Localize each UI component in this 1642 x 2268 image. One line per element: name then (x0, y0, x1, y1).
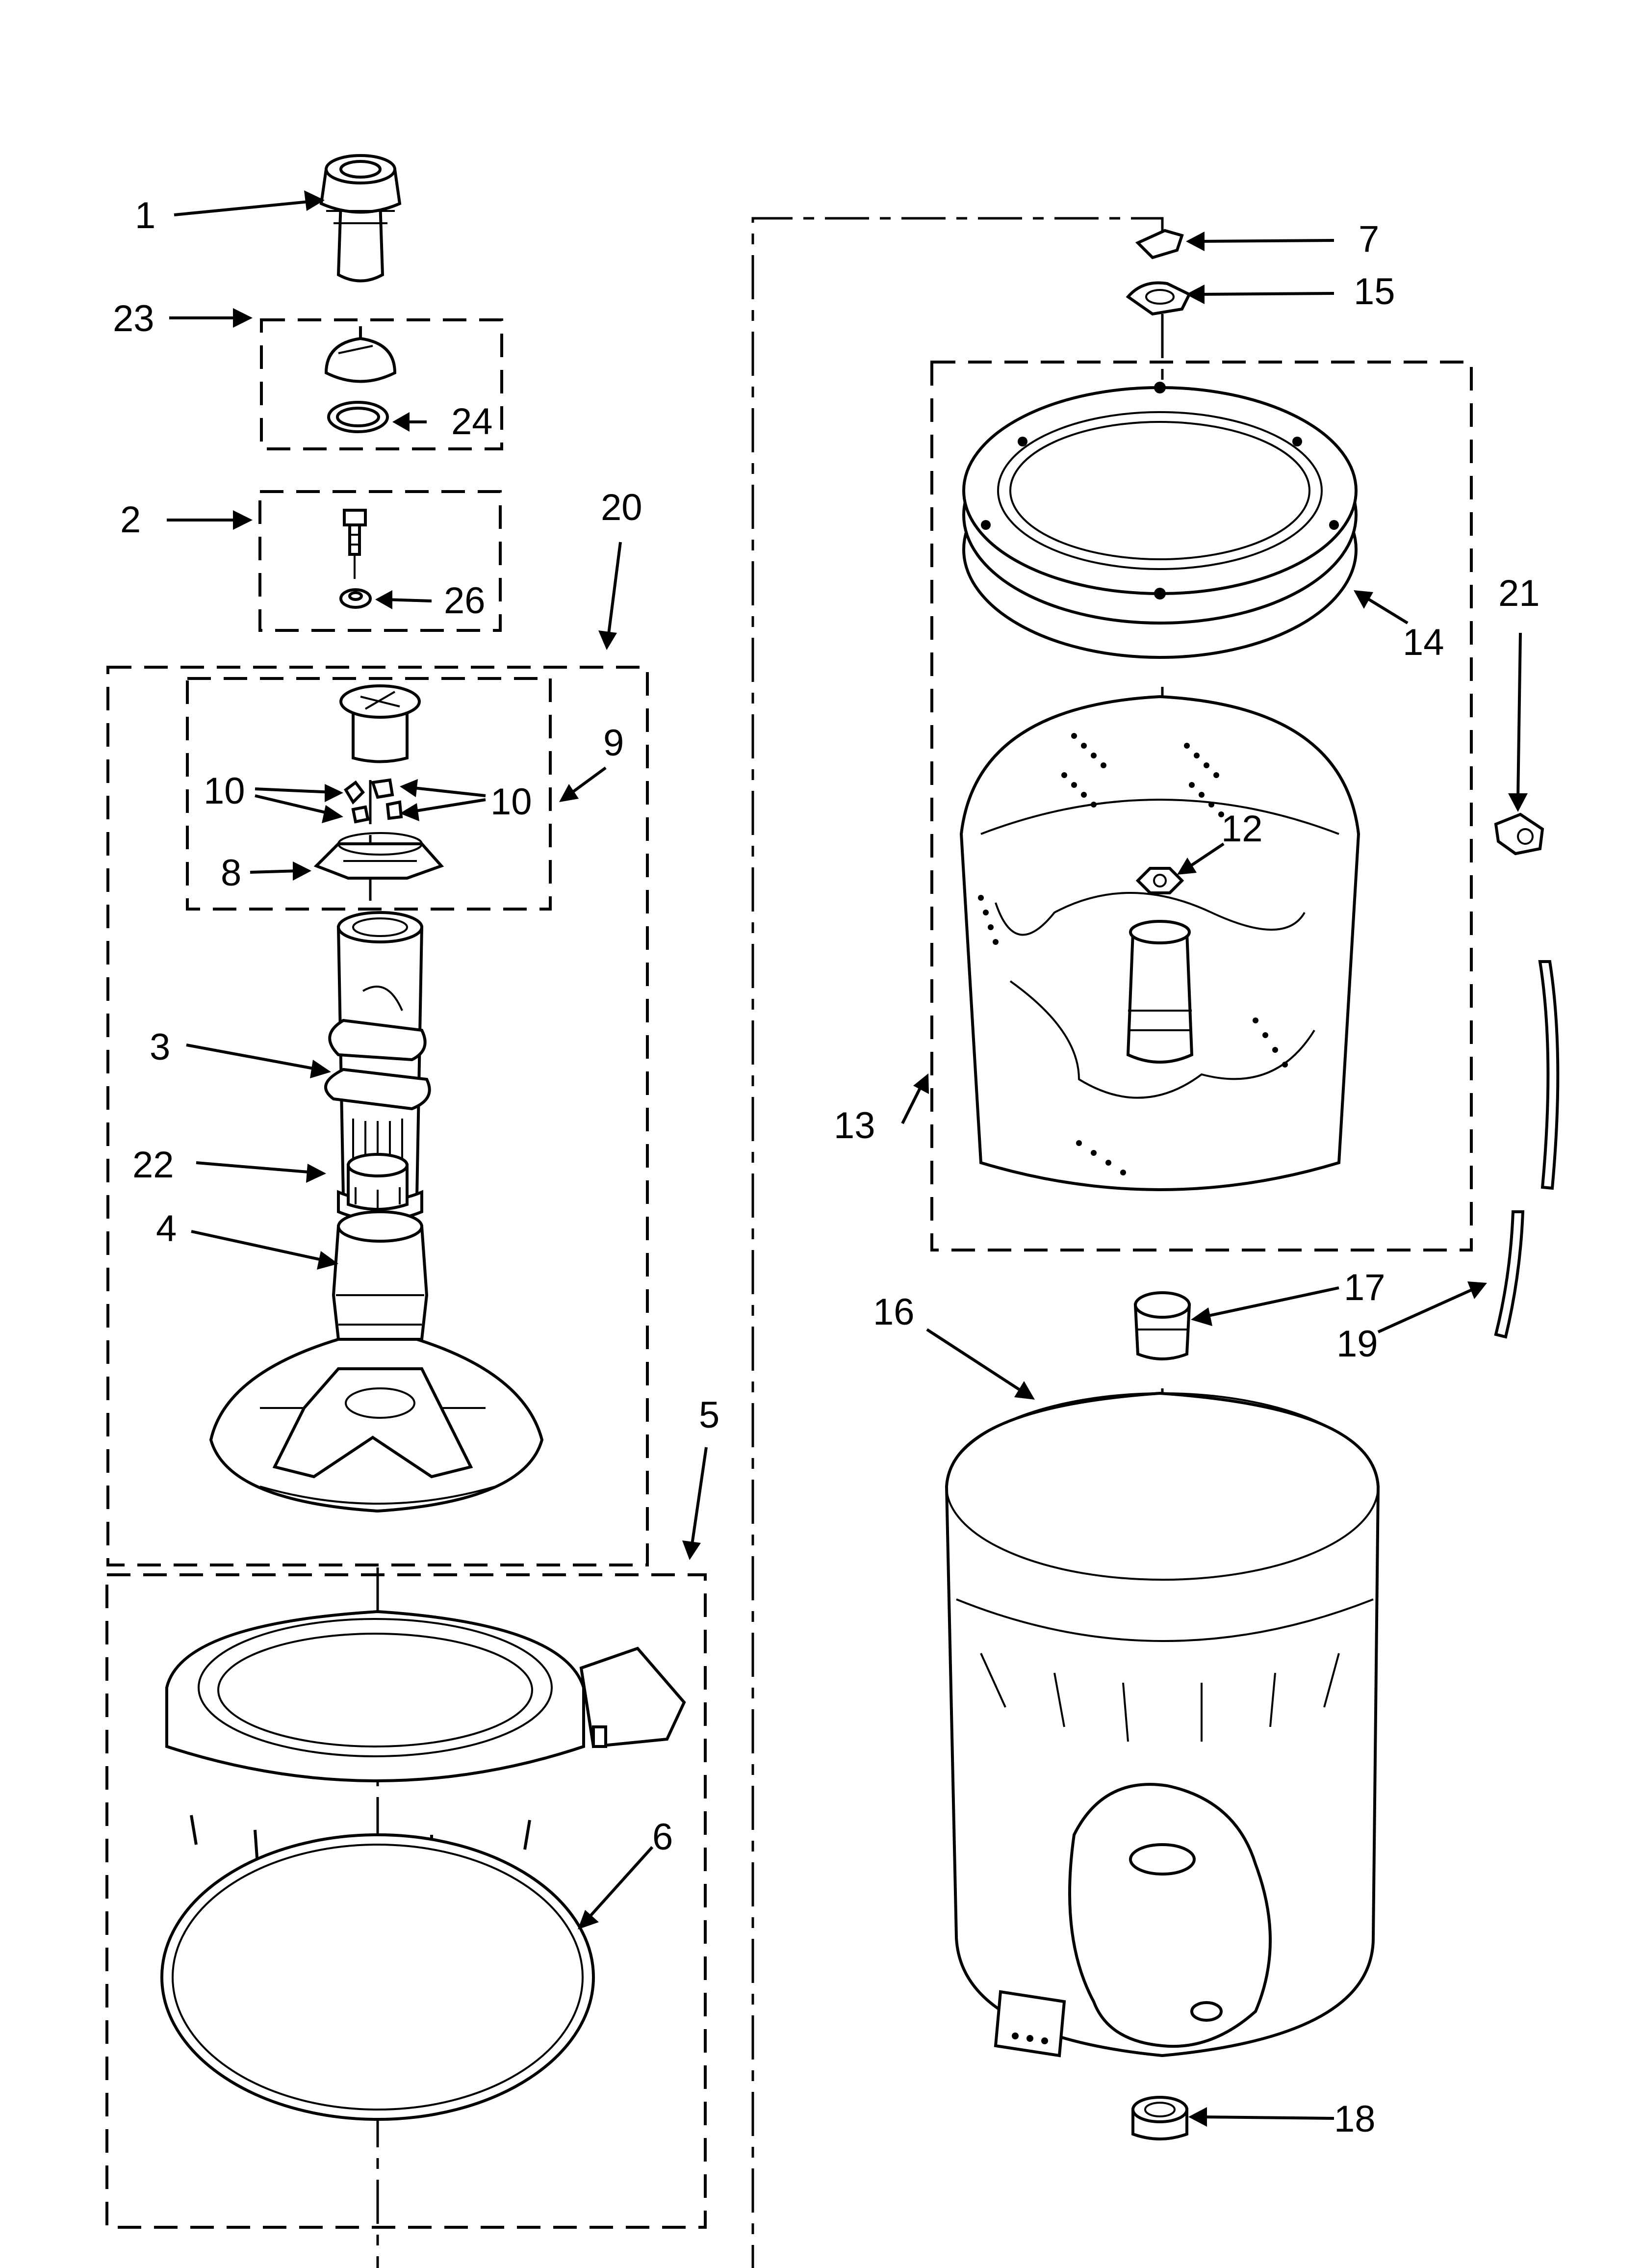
part-13-basket (959, 695, 1360, 1191)
part-15-nut (1126, 281, 1192, 316)
callout-10-left: 10 (204, 770, 245, 812)
callout-18: 18 (1334, 2098, 1376, 2140)
part-16-outer-tub (945, 1391, 1380, 2058)
part-1-dispenser (319, 154, 402, 283)
group-box-2 (258, 490, 502, 632)
callout-21: 21 (1498, 573, 1540, 614)
part-4-agitator-base (209, 1210, 544, 1513)
callout-26: 26 (444, 580, 486, 622)
callout-6: 6 (652, 1816, 673, 1858)
group-box-5 (105, 1573, 707, 2229)
part-5-tub-ring (165, 1610, 686, 1869)
group-box-23 (260, 318, 503, 450)
callout-22: 22 (132, 1144, 174, 1186)
group-box-13-14 (930, 361, 1473, 1251)
callout-2: 2 (120, 499, 141, 541)
part-23-cap (324, 326, 397, 383)
part-8-ratchet (313, 832, 444, 880)
callout-16: 16 (873, 1291, 915, 1333)
callout-20: 20 (601, 487, 642, 528)
group-box-20 (106, 666, 649, 1566)
part-12-nut (1135, 867, 1184, 894)
callout-15: 15 (1354, 271, 1395, 313)
part-17-bushing (1133, 1291, 1191, 1360)
part-21-clip (1494, 812, 1544, 856)
callout-24: 24 (451, 401, 493, 443)
callout-5: 5 (699, 1394, 719, 1436)
callout-4: 4 (156, 1208, 177, 1250)
callout-3: 3 (150, 1026, 170, 1068)
part-24-gasket (327, 401, 389, 433)
callout-9: 9 (603, 722, 624, 764)
connector-line-main (376, 217, 1164, 2268)
callout-14: 14 (1403, 622, 1444, 663)
part-19-hose (1494, 960, 1560, 1339)
part-6-seal-ring (160, 1833, 595, 2121)
callout-17: 17 (1344, 1267, 1385, 1308)
callout-19: 19 (1336, 1323, 1378, 1365)
group-box-9 (186, 677, 552, 911)
callout-12: 12 (1221, 808, 1263, 850)
callout-1: 1 (135, 195, 155, 236)
part-9-cam (339, 684, 421, 763)
callout-10-right: 10 (490, 781, 532, 823)
callout-23: 23 (113, 298, 154, 339)
callout-labels: 1 2 3 4 5 6 7 8 9 10 10 12 13 14 15 16 1… (113, 195, 1540, 2140)
part-26-washer (339, 588, 372, 609)
callout-7: 7 (1359, 218, 1379, 260)
part-18-seal (1131, 2096, 1188, 2140)
callout-13: 13 (834, 1105, 875, 1147)
part-7-clip (1135, 229, 1184, 260)
leader-lines (167, 190, 1528, 2127)
part-14-balance-ring (962, 382, 1358, 659)
part-22-ring (347, 1153, 409, 1211)
callout-8: 8 (221, 852, 241, 894)
part-2-bolt (343, 509, 367, 579)
part-10-dogs (344, 778, 403, 824)
